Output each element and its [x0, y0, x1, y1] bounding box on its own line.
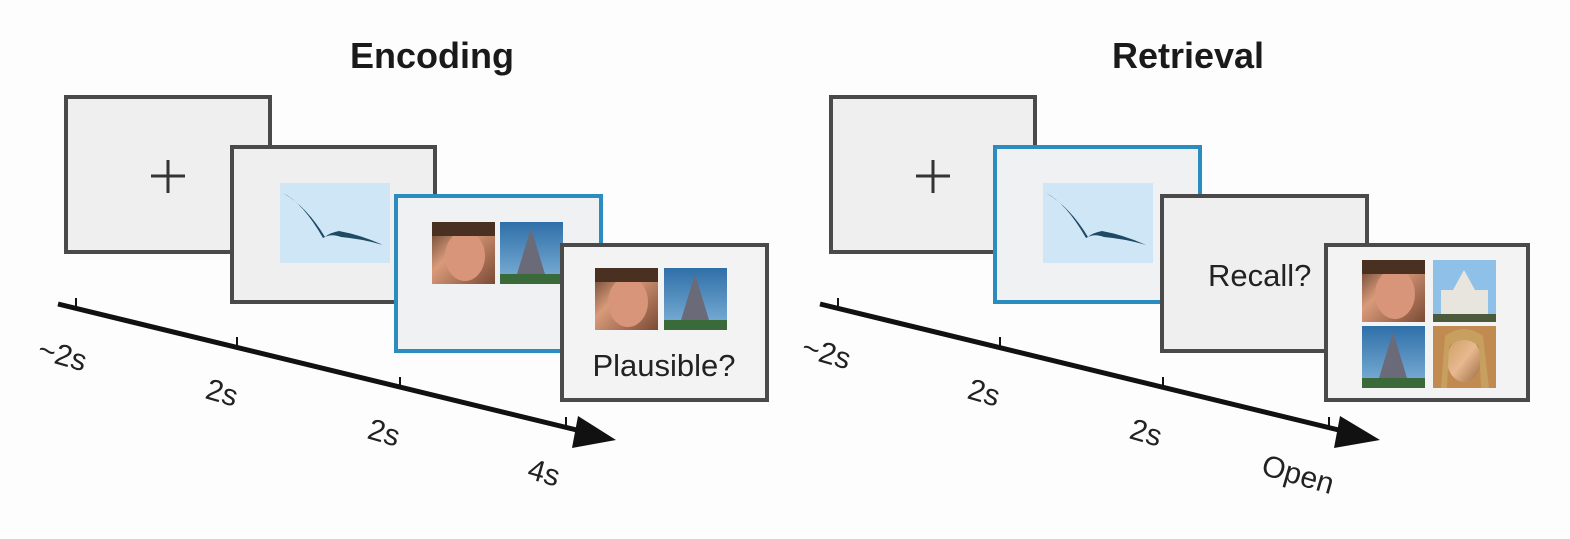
timeline-label: 2s: [364, 413, 404, 453]
place-image: [664, 268, 727, 330]
encoding-title: Encoding: [350, 35, 514, 76]
timeline-label: 2s: [1126, 413, 1166, 453]
recall-prompt: Recall?: [1208, 258, 1311, 293]
face-image: [595, 268, 658, 330]
encoding-timeline-arrow: [57, 298, 616, 448]
retrieval-title: Retrieval: [1112, 35, 1264, 76]
retrieval-timeline-arrow: [819, 298, 1380, 448]
timeline-label: 4s: [524, 453, 564, 493]
place-image: [1362, 326, 1425, 388]
face-image: [1433, 326, 1496, 388]
timeline-label: 2s: [202, 373, 242, 413]
place-image: [1433, 260, 1496, 322]
fixation-cross-icon: [151, 160, 185, 193]
place-image: [500, 222, 563, 284]
face-image: [432, 222, 495, 284]
timeline-label: 2s: [964, 373, 1004, 413]
fixation-cross-icon: [916, 160, 950, 193]
timeline-label: Open: [1258, 449, 1338, 501]
retrieval-recognition-screen: [1324, 243, 1530, 402]
timeline-label: ~2s: [34, 333, 90, 378]
plausible-prompt: Plausible?: [592, 348, 735, 383]
encoding-plausibility-screen: Plausible?: [560, 243, 769, 402]
timeline-label: ~2s: [798, 331, 854, 376]
face-image: [1362, 260, 1425, 322]
